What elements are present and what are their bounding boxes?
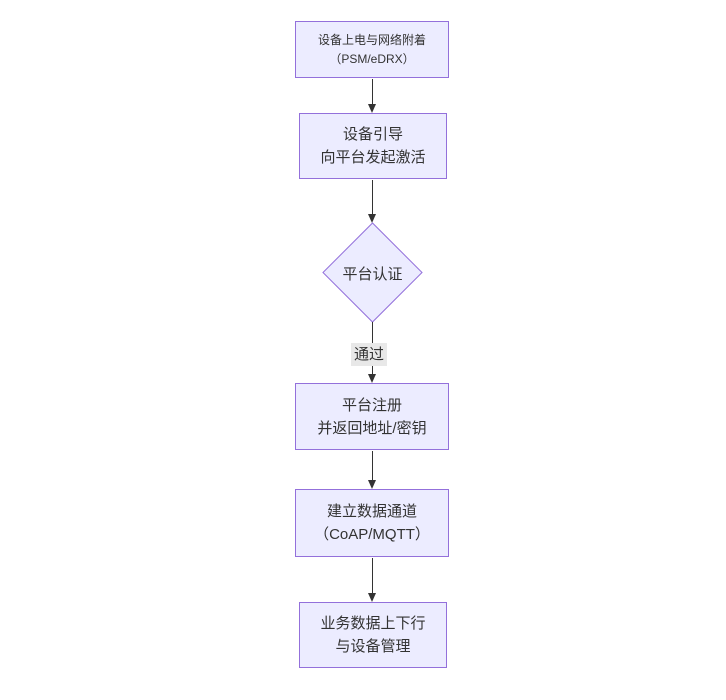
node-text-line: 平台注册 xyxy=(341,396,402,414)
node-text-line: 业务数据上下行 xyxy=(320,615,426,632)
arrowhead-down-icon xyxy=(368,374,376,383)
node-platform-authentication: 平台认证 xyxy=(322,258,423,288)
edge-line xyxy=(372,79,373,104)
edge-label-pass: 通过 xyxy=(351,343,388,366)
node-text-line: 平台认证 xyxy=(342,265,403,283)
node-text-line: 设备引导 xyxy=(342,126,403,143)
node-device-bootstrap-activate: 设备引导 向平台发起激活 xyxy=(299,113,447,179)
edge-line xyxy=(372,558,373,593)
node-establish-data-channel: 建立数据通道 （CoAP/MQTT） xyxy=(295,489,449,557)
node-text-line: 向平台发起激活 xyxy=(320,149,426,166)
node-text-line: （CoAP/MQTT） xyxy=(314,526,430,543)
node-platform-register-return-keys: 平台注册 并返回地址/密钥 xyxy=(295,383,449,450)
edge-line xyxy=(372,451,373,480)
node-device-power-network-attach: 设备上电与网络附着 （PSM/eDRX） xyxy=(295,21,449,78)
node-business-data-device-management: 业务数据上下行 与设备管理 xyxy=(299,602,447,668)
node-text-line: 与设备管理 xyxy=(335,638,411,655)
node-text-line: 设备上电与网络附着 xyxy=(317,32,426,47)
arrowhead-down-icon xyxy=(368,214,376,223)
node-text-line: （PSM/eDRX） xyxy=(329,51,415,66)
edge-line xyxy=(372,180,373,214)
arrowhead-down-icon xyxy=(368,104,376,113)
node-text-line: 建立数据通道 xyxy=(326,503,417,520)
arrowhead-down-icon xyxy=(368,480,376,489)
node-text-line: 并返回地址/密钥 xyxy=(317,419,427,437)
arrowhead-down-icon xyxy=(368,593,376,602)
